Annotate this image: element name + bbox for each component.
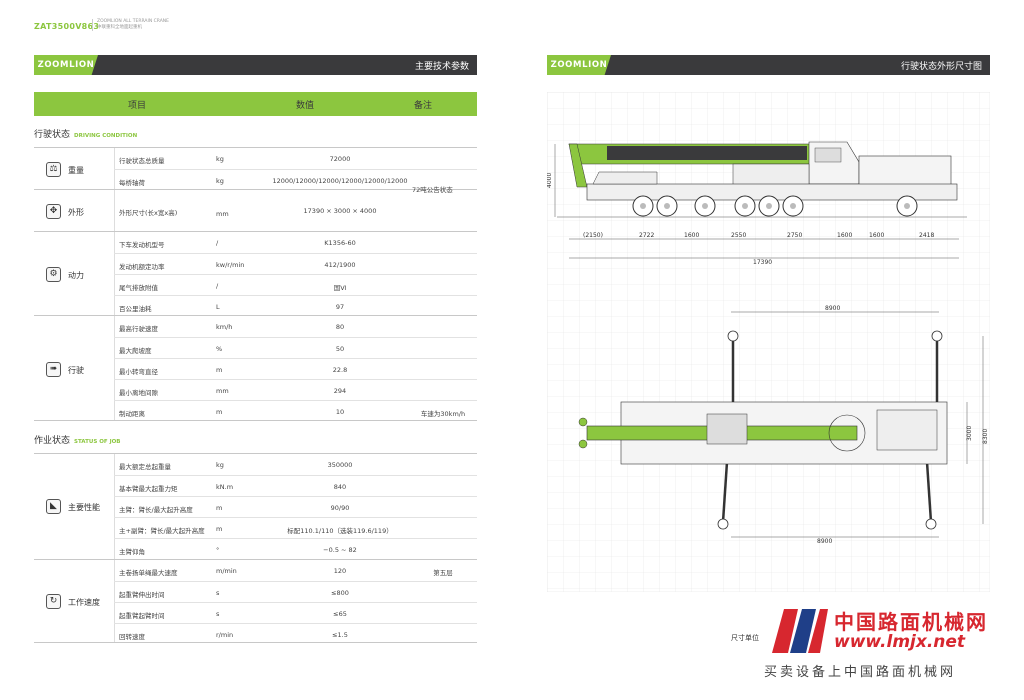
group-shape: ✥ 外形 外形尺寸(长x宽x高) mm 17390 × 3000 × 4000 [34, 189, 477, 231]
section-title-en: DRIVING CONDITION [74, 133, 138, 139]
group-power: ⚙ 动力 下车发动机型号 / K1356-60 发动机额定功率 kw/r/min… [34, 231, 477, 315]
left-title-bar: ZOOMLION 主要技术参数 [34, 55, 477, 75]
table-row: 行驶状态总质量 kg 72000 [119, 155, 351, 165]
table-row: 起重臂伸出时间 s ≤800 [114, 581, 477, 602]
dim-label: 2722 [639, 232, 654, 239]
engine-icon: ⚙ [46, 267, 61, 282]
col-item: 项目 [128, 101, 147, 111]
group-name: 主要性能 [68, 503, 100, 512]
section-title-en: STATUS OF JOB [74, 439, 121, 445]
table-row: 主+副臂：臂长/最大起升高度 m 标配110.1/110（选装119.6/119… [114, 517, 477, 538]
watermark: 中国路面机械网 www.lmjx.net 买卖设备上中国路面机械网 [760, 605, 1020, 695]
table-row: 最小离地间隙 mm 294 [114, 379, 477, 400]
dim-label: 2418 [919, 232, 934, 239]
col-note: 备注 [414, 101, 433, 111]
crane-side-view: 4000 (2150) 2722 1600 2550 2750 1600 160… [547, 141, 967, 266]
dimensions-icon: ✥ [46, 204, 61, 219]
crane-icon: ◣ [46, 499, 61, 514]
unit-label: 尺寸单位 [731, 634, 759, 642]
table-row: 每桥轴荷 kg 12000/12000/12000/12000/12000/12… [114, 169, 477, 190]
total-length-label: 17390 [753, 259, 772, 266]
height-label: 4000 [547, 173, 553, 188]
outrigger-span-top: 8900 [825, 305, 840, 312]
col-value: 数值 [296, 101, 315, 111]
dim-label: 1600 [684, 232, 699, 239]
watermark-url: www.lmjx.net [834, 632, 966, 652]
group-name: 外形 [68, 208, 84, 217]
table-row: 百公里油耗 L 97 [114, 295, 477, 316]
watermark-cn: 中国路面机械网 [834, 610, 988, 634]
scale-icon: ⚖ [46, 162, 61, 177]
width-outer-label: 8300 [982, 429, 989, 444]
group-name: 动力 [68, 271, 84, 280]
table-row: 最小转弯直径 m 22.8 [114, 358, 477, 379]
table-row: 最高行驶速度 km/h 80 [119, 323, 345, 333]
group-weight: ⚖ 重量 行驶状态总质量 kg 72000 每桥轴荷 kg 12000/1200… [34, 147, 477, 189]
table-row: 最大额定总起重量 kg 350000 [119, 461, 353, 471]
header-subtitle-en: ZOOMLION ALL TERRAIN CRANE [97, 19, 169, 24]
group-speed: ↻ 工作速度 主卷扬单绳最大速度 m/min 120 第五层 起重臂伸出时间 s… [34, 559, 477, 643]
table-row: 起重臂起臂时间 s ≤65 [114, 602, 477, 623]
steering-icon: ➠ [46, 362, 61, 377]
group-name: 工作速度 [68, 598, 100, 607]
group-name: 重量 [68, 166, 84, 175]
table-row: 外形尺寸(长x宽x高) mm 17390 × 3000 × 4000 [119, 207, 377, 218]
dim-label: 2550 [731, 232, 746, 239]
dim-label: 1600 [837, 232, 852, 239]
header-subtitle-cn: 中联重科全地面起重机 [97, 25, 142, 30]
table-row: 主卷扬单绳最大速度 m/min 120 第五层 [119, 567, 453, 577]
dim-label: 1600 [869, 232, 884, 239]
outrigger-span-bottom: 8900 [817, 538, 832, 545]
left-page-title: 主要技术参数 [414, 61, 469, 72]
table-row: 最大爬坡度 % 50 [114, 337, 477, 358]
table-row: 下车发动机型号 / K1356-60 [119, 239, 356, 249]
table-row: 回转速度 r/min ≤1.5 [114, 623, 477, 644]
speed-icon: ↻ [46, 594, 61, 609]
table-row: 尾气排放附值 / 国Ⅵ [114, 274, 477, 295]
section-title: 行驶状态 [34, 130, 71, 140]
dim-label: 2750 [787, 232, 802, 239]
width-inner-label: 3000 [966, 426, 973, 441]
zoomlion-logo: ZOOMLION [547, 55, 611, 75]
right-title-bar: ZOOMLION 行驶状态外形尺寸图 [547, 55, 990, 75]
watermark-slogan: 买卖设备上中国路面机械网 [764, 665, 957, 680]
right-page-title: 行驶状态外形尺寸图 [900, 61, 982, 72]
table-row: 制动距离 m 10 车速为30km/h [114, 400, 477, 421]
group-performance: ◣ 主要性能 最大额定总起重量 kg 350000 基本臂最大起重力矩 kN.m… [34, 453, 477, 559]
dim-label: (2150) [583, 232, 603, 239]
table-row: 主臂仰角 ° −0.5 ~ 82 [114, 538, 477, 559]
table-row: 发动机额定功率 kw/r/min 412/1900 [114, 253, 477, 274]
group-name: 行驶 [68, 366, 84, 375]
zoomlion-logo: ZOOMLION [34, 55, 98, 75]
watermark-logo-icon [772, 609, 828, 653]
weight-shape-note: 72吨公告状态 [412, 186, 453, 194]
crane-dimension-drawing: 4000 (2150) 2722 1600 2550 2750 1600 160… [547, 92, 990, 592]
crane-top-view: 8900 8900 3000 8300 [578, 305, 989, 545]
model-number: ZAT3500V863 [34, 22, 100, 31]
header-subtitle: ZOOMLION ALL TERRAIN CRANE 中联重科全地面起重机 [92, 19, 169, 31]
table-row: 基本臂最大起重力矩 kN.m 840 [114, 475, 477, 496]
table-header: 项目 数值 备注 [34, 92, 477, 116]
table-row: 主臂：臂长/最大起升高度 m 90/90 [114, 496, 477, 517]
section-title: 作业状态 [34, 436, 71, 446]
group-travel: ➠ 行驶 最高行驶速度 km/h 80 最大爬坡度 % 50 最小转弯直径 m … [34, 315, 477, 421]
